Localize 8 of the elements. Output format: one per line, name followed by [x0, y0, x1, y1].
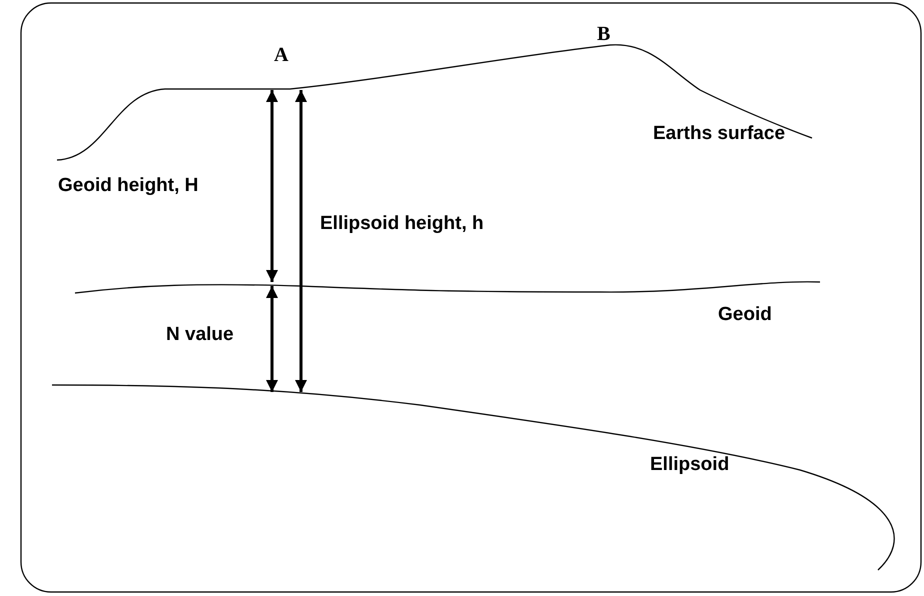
- surface-label: Earths surface: [653, 124, 786, 143]
- height-label: N value: [166, 325, 234, 344]
- point-label: A: [274, 45, 288, 65]
- surface-label: Geoid: [718, 305, 772, 324]
- surface-label: Ellipsoid: [650, 455, 730, 474]
- height-label: Ellipsoid height, h: [320, 214, 484, 233]
- height-label: Geoid height, H: [58, 176, 198, 195]
- point-label: B: [597, 24, 610, 44]
